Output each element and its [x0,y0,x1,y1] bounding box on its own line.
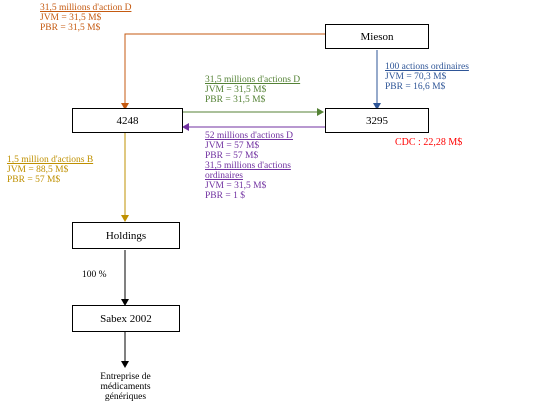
arrow-mieson-to-4248 [124,33,325,104]
label-mieson-to-4248-line2: JVM = 31,5 M$ [40,13,102,23]
label-4248-to-3295: 31,5 millions d'actions D JVM = 31,5 M$ … [205,75,300,105]
label-3295-to-4248-line7: PBR = 1 $ [205,191,245,201]
arrowhead-mieson-to-4248 [121,103,129,110]
entity-holdings: Holdings [72,222,180,249]
label-ownership-percent: 100 % [82,270,107,280]
label-business-line3: génériques [104,392,147,402]
label-mieson-to-4248-line1: 31,5 millions d'action D [40,3,132,13]
arrowhead-sabex-to-business [121,361,129,368]
label-mieson-to-3295-line2: JVM = 70,3 M$ [385,72,447,82]
entity-sabex-2002: Sabex 2002 [72,305,180,332]
arrowhead-mieson-to-3295 [373,103,381,110]
label-3295-to-4248-line6: JVM = 31,5 M$ [205,181,267,191]
label-3295-to-4248-line3: PBR = 57 M$ [205,151,259,161]
arrowhead-4248-to-3295 [317,108,324,116]
arrowhead-3295-to-4248 [182,123,189,131]
label-3295-to-4248: 52 millions d'actions D JVM = 57 M$ PBR … [205,131,293,201]
label-3295-to-4248-line4: 31,5 millions d'actions [205,161,291,171]
label-4248-to-3295-line2: JVM = 31,5 M$ [205,85,267,95]
label-3295-to-4248-line1: 52 millions d'actions D [205,131,294,141]
label-business-line2: médicaments [100,382,151,392]
entity-4248: 4248 [72,108,183,133]
label-4248-to-holdings-line1: 1,5 million d'actions B [7,155,94,165]
label-4248-to-holdings-line3: PBR = 57 M$ [7,175,61,185]
label-business-line1: Entreprise de [100,372,151,382]
label-mieson-to-3295-line3: PBR = 16,6 M$ [385,82,446,92]
label-4248-to-holdings-line2: JVM = 88,5 M$ [7,165,69,175]
label-mieson-to-3295: 100 actions ordinaires JVM = 70,3 M$ PBR… [385,62,469,92]
label-mieson-to-4248-line3: PBR = 31,5 M$ [40,23,101,33]
label-cdc: CDC : 22,28 M$ [395,137,463,148]
label-mieson-to-3295-line1: 100 actions ordinaires [385,62,469,72]
label-mieson-to-4248: 31,5 millions d'action D JVM = 31,5 M$ P… [40,3,131,33]
entity-3295: 3295 [325,108,429,133]
label-3295-to-4248-line2: JVM = 57 M$ [205,141,260,151]
label-4248-to-3295-line3: PBR = 31,5 M$ [205,95,266,105]
entity-mieson: Mieson [325,24,429,49]
label-3295-to-4248-line5: ordinaires [205,171,243,181]
label-business-description: Entreprise de médicaments génériques [78,372,173,402]
arrowhead-holdings-to-sabex [121,299,129,306]
arrowhead-4248-to-holdings [121,215,129,222]
label-4248-to-3295-line1: 31,5 millions d'actions D [205,75,301,85]
label-4248-to-holdings: 1,5 million d'actions B JVM = 88,5 M$ PB… [7,155,93,185]
